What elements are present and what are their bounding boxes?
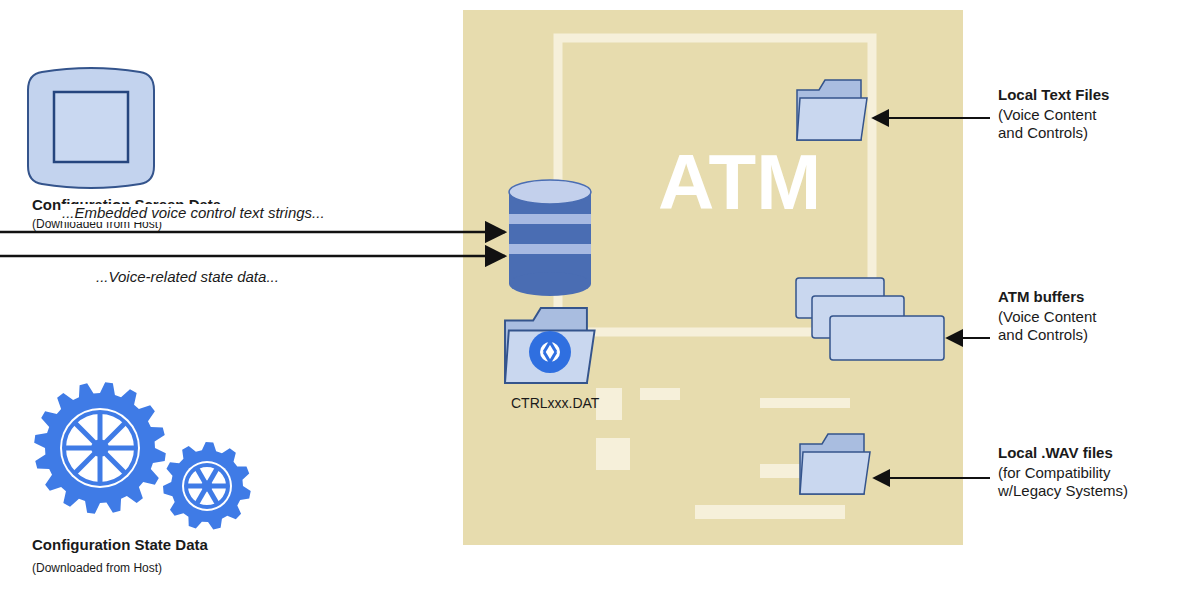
storage-note: (Voice Content and Controls) [998, 308, 1120, 344]
screen-icon [28, 68, 154, 188]
ctrl-file-node: CTRLxxx.DAT [495, 302, 615, 415]
atm-buffers [796, 278, 944, 360]
gears-icon [34, 382, 251, 529]
storage-note: (for Compatibility w/Legacy Systems) [998, 464, 1144, 500]
node-heading: Configuration State Data [32, 536, 208, 553]
leader-arrows [873, 118, 990, 478]
storage-heading: Local .WAV files [998, 444, 1113, 462]
node-subtitle: (Downloaded from Host) [32, 562, 162, 576]
storage-heading: ATM buffers [998, 288, 1084, 306]
input-arrows [0, 232, 505, 256]
wav-files-folder [800, 434, 870, 494]
node-heading: CTRLxxx.DAT [511, 395, 599, 411]
flow-label: ...Embedded voice control text strings..… [62, 204, 325, 222]
database-cylinder [509, 180, 591, 296]
storage-note: (Voice Content and Controls) [998, 106, 1120, 142]
storage-heading: Local Text Files [998, 86, 1109, 104]
ctrl-folder [505, 308, 595, 383]
atm-housing [463, 10, 963, 545]
flow-label: ...Voice-related state data... [96, 268, 279, 286]
atm-housing-node: ATM CTRLxxx.DAT [463, 10, 963, 545]
state-data-node: Configuration State Data (Downloaded from… [28, 372, 278, 587]
text-files-folder [797, 80, 867, 140]
node-heading: ATM [658, 138, 821, 228]
